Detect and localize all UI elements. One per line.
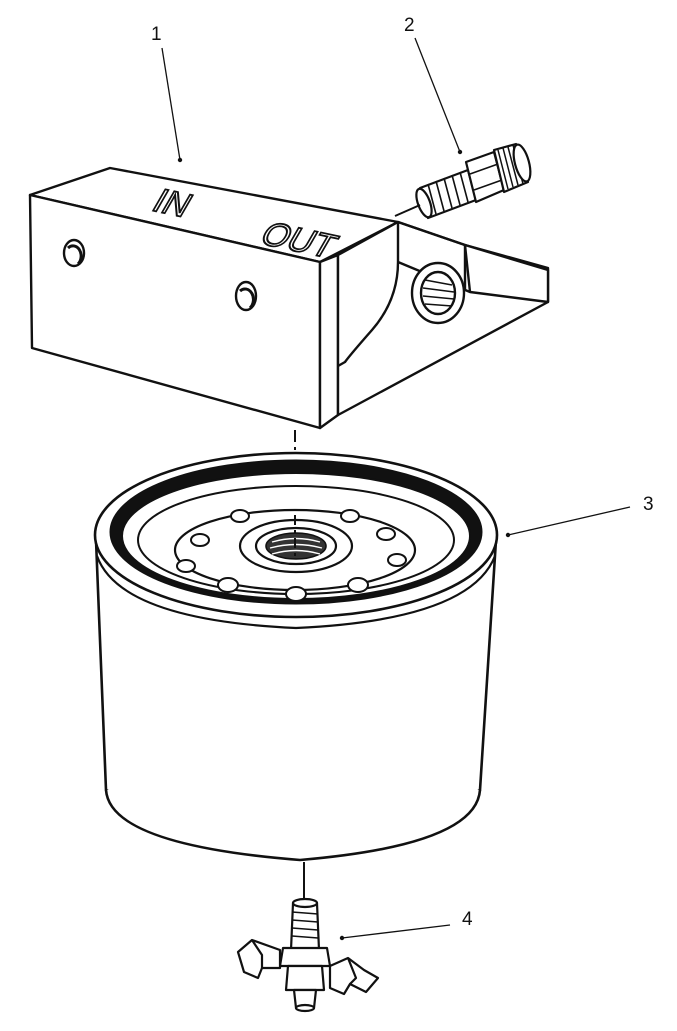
callout-3: 3 <box>643 494 654 515</box>
callout-4: 4 <box>462 909 473 930</box>
callout-leaders <box>161 37 631 939</box>
filter-head-bracket <box>28 166 550 430</box>
fitting-alignment-line <box>394 204 421 217</box>
leader-line-1 <box>161 47 181 161</box>
drain-valve <box>236 897 380 1013</box>
leader-line-3 <box>507 506 631 536</box>
filter-cartridge <box>93 451 499 862</box>
cartridge-outlet-holes <box>176 509 407 602</box>
inlet-fitting <box>415 142 532 220</box>
callout-1: 1 <box>151 24 162 45</box>
callout-2: 2 <box>404 15 415 36</box>
leader-line-4 <box>341 924 451 939</box>
leader-line-2 <box>414 37 461 153</box>
callout-dots <box>177 149 511 941</box>
